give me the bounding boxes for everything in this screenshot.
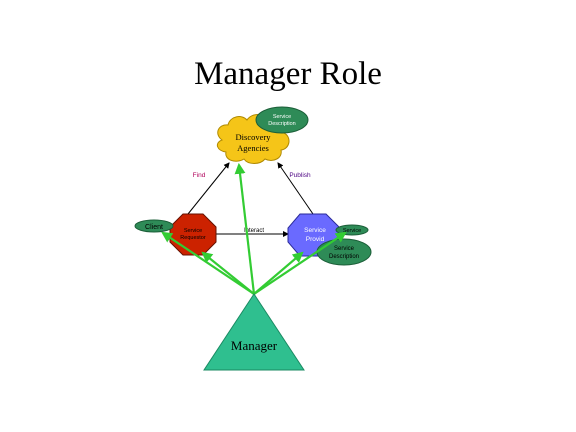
service-description-top-label: Service [273, 114, 291, 120]
manager-label: Manager [231, 338, 278, 353]
find-arrow [187, 162, 230, 215]
service-provider-label-2: Provid [306, 236, 325, 243]
discovery-agencies-label-2: Agencies [237, 143, 269, 153]
service-description-oval-top: Service Description [255, 106, 309, 134]
publish-label: Publish [289, 172, 311, 179]
service-requestor-label-2: Requestor [180, 235, 206, 241]
client-oval: Client [134, 219, 174, 233]
service-requestor-octagon: Service Requestor [169, 213, 217, 256]
service-description-oval-bottom: Service Description [316, 238, 372, 266]
service-tag-label: Service [343, 228, 361, 234]
publish-arrow [277, 162, 314, 215]
service-description-bottom-label-2: Description [329, 254, 359, 260]
manager-triangle: Manager [203, 293, 305, 371]
slide-title: Manager Role [194, 56, 382, 92]
service-description-top-label-2: Description [268, 121, 296, 127]
manager-arrows [161, 162, 347, 295]
service-provider-label: Service [304, 227, 326, 234]
service-description-bottom-label: Service [334, 246, 355, 252]
discovery-agencies-label: Discovery [236, 132, 272, 142]
manager-arrow-to-provider [253, 251, 304, 295]
manager-arrow-to-requestor [201, 251, 255, 295]
manager-arrow-to-service [253, 231, 347, 295]
interact-label: Interact [244, 228, 264, 234]
service-tag-oval: Service [335, 224, 369, 236]
service-requestor-label: Service [184, 228, 202, 234]
client-label: Client [145, 224, 163, 231]
manager-arrow-to-discovery [234, 162, 256, 295]
find-label: Find [193, 172, 206, 179]
manager-arrow-to-client [161, 231, 255, 295]
